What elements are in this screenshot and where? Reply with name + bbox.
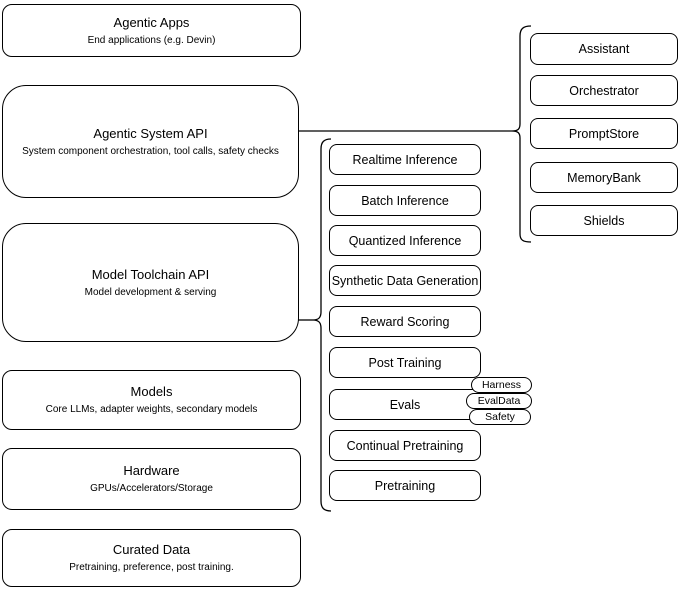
layer-box-model-toolchain-api: Model Toolchain API Model development & … — [2, 223, 299, 342]
layer-subtitle: Core LLMs, adapter weights, secondary mo… — [45, 404, 258, 415]
layer-title: Agentic System API — [93, 125, 208, 141]
layer-subtitle: Model development & serving — [84, 286, 217, 298]
toolchain-item-synthetic-data-generation: Synthetic Data Generation — [329, 265, 481, 296]
toolchain-item-quantized-inference: Quantized Inference — [329, 225, 481, 256]
system-component-shields: Shields — [530, 205, 678, 236]
layer-box-agentic-apps: Agentic Apps End applications (e.g. Devi… — [2, 4, 301, 57]
layer-box-curated-data: Curated Data Pretraining, preference, po… — [2, 529, 301, 587]
toolchain-item-evals: Evals — [329, 389, 481, 420]
layer-title: Hardware — [123, 463, 180, 478]
layer-title: Curated Data — [112, 542, 191, 557]
toolchain-item-pretraining: Pretraining — [329, 470, 481, 501]
system-component-promptstore: PromptStore — [530, 118, 678, 149]
toolchain-item-continual-pretraining: Continual Pretraining — [329, 430, 481, 461]
eval-tag-safety: Safety — [469, 409, 531, 425]
toolchain-item-realtime-inference: Realtime Inference — [329, 144, 481, 175]
layer-title: Models — [130, 384, 173, 399]
eval-tag-evaldata: EvalData — [466, 393, 532, 409]
layer-title: Model Toolchain API — [91, 266, 210, 282]
layer-subtitle: GPUs/Accelerators/Storage — [90, 483, 213, 494]
layer-subtitle: System component orchestration, tool cal… — [22, 145, 279, 157]
system-component-assistant: Assistant — [530, 33, 678, 65]
system-component-orchestrator: Orchestrator — [530, 75, 678, 106]
toolchain-item-batch-inference: Batch Inference — [329, 185, 481, 216]
layer-subtitle: End applications (e.g. Devin) — [87, 34, 216, 46]
layer-box-agentic-system-api: Agentic System API System component orch… — [2, 85, 299, 198]
layer-box-hardware: Hardware GPUs/Accelerators/Storage — [2, 448, 301, 510]
toolchain-item-post-training: Post Training — [329, 347, 481, 378]
eval-tag-harness: Harness — [471, 377, 532, 393]
layer-subtitle: Pretraining, preference, post training. — [69, 562, 234, 573]
layer-box-models: Models Core LLMs, adapter weights, secon… — [2, 370, 301, 430]
toolchain-item-reward-scoring: Reward Scoring — [329, 306, 481, 337]
system-component-memorybank: MemoryBank — [530, 162, 678, 193]
curly-brace-system-components — [511, 25, 532, 243]
layer-title: Agentic Apps — [113, 14, 190, 30]
